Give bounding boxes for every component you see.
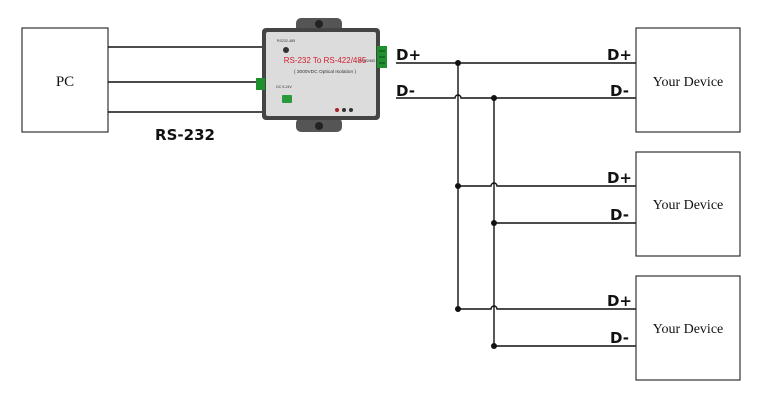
junction-dot [455,306,461,312]
device-dplus-label: D+ [607,169,632,187]
mount-hole-bottom [315,122,323,130]
converter-logo-icon [282,95,292,103]
device-dminus-label: D- [610,329,629,347]
dminus-line-1 [396,94,636,99]
dplus-line-2 [458,182,636,187]
device-2: Your Device D+ D- [607,151,741,257]
converter-device: RS232-485 DC 9-24V RS422/485 RS-232 To R… [256,18,387,132]
led-tx-icon [349,108,353,112]
converter-subtitle: ( 3000VDC Optical Isolation ) [294,69,357,75]
converter-power-label: DC 9-24V [276,85,292,89]
converter-top-left-label: RS232-485 [277,39,295,43]
junction-dot [455,183,461,189]
pc-label: PC [56,74,74,90]
bus-wires [396,62,636,347]
converter-right-label: RS422/485 [359,59,375,63]
device-box [635,27,741,133]
power-terminal-icon [256,78,265,90]
junctions [455,60,497,349]
rs232-wires [108,46,262,113]
converter-rotary-switch [283,47,289,53]
dplus-line-3 [458,305,636,310]
junction-dot [491,220,497,226]
led-rx-icon [342,108,346,112]
device-1: Your Device D+ D- [607,27,741,133]
device-label: Your Device [653,198,724,213]
pc-block: PC [21,27,109,133]
junction-dot [491,95,497,101]
bus-dplus-label: D+ [396,46,421,64]
led-pwr-icon [335,108,339,112]
device-box [635,275,741,381]
device-label: Your Device [653,75,724,90]
device-dplus-label: D+ [607,46,632,64]
device-dminus-label: D- [610,206,629,224]
device-dplus-label: D+ [607,292,632,310]
converter-face-plate [266,32,376,116]
junction-dot [455,60,461,66]
pc-box [21,27,109,133]
rs232-label: RS-232 [155,126,215,144]
device-dminus-label: D- [610,82,629,100]
device-box [635,151,741,257]
device-3: Your Device D+ D- [607,275,741,381]
device-label: Your Device [653,322,724,337]
converter-title: RS-232 To RS-422/485 [284,56,367,65]
mount-hole-top [315,20,323,28]
junction-dot [491,343,497,349]
bus-dminus-label: D- [396,82,415,100]
